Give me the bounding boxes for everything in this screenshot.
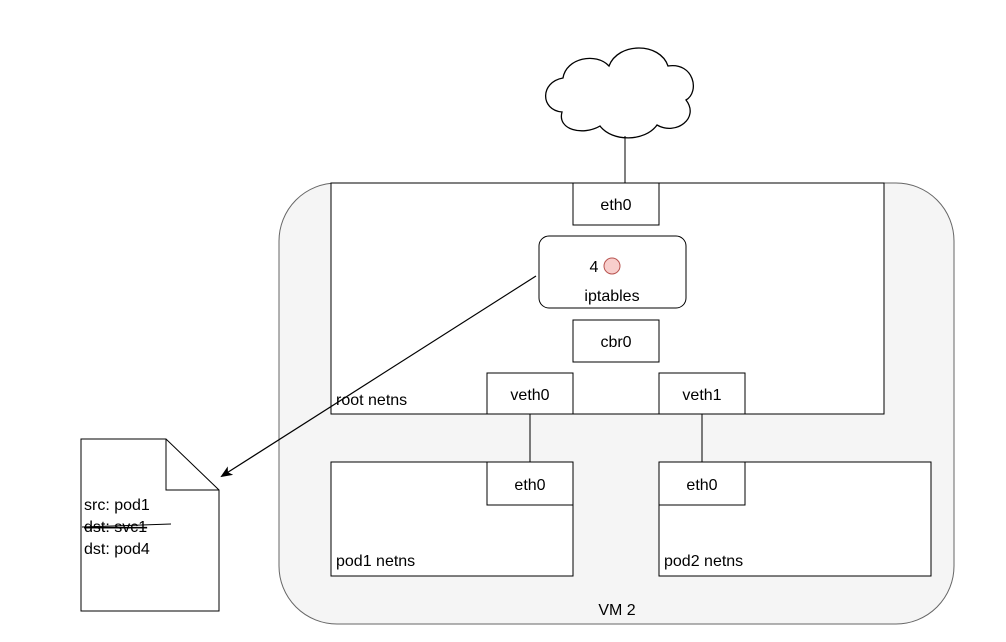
document-fold-icon xyxy=(165,439,219,491)
pod1-netns-label: pod1 netns xyxy=(336,553,415,570)
pod2-eth0-label: eth0 xyxy=(686,477,717,494)
veth1-box xyxy=(658,372,746,415)
packet-src: src: pod1 xyxy=(84,497,150,514)
pod2-eth0-box xyxy=(658,461,746,506)
strikethrough-line xyxy=(81,523,172,528)
root-eth0-box xyxy=(572,182,660,226)
iptables-label: iptables xyxy=(584,288,639,305)
veth0-label: veth0 xyxy=(510,387,549,404)
pod1-eth0-label: eth0 xyxy=(514,477,545,494)
veth0-box xyxy=(486,372,574,415)
pod2-netns-label: pod2 netns xyxy=(664,553,743,570)
root-netns-label: root netns xyxy=(336,392,407,409)
packet-dst-new: dst: pod4 xyxy=(84,541,150,558)
vm-label: VM 2 xyxy=(598,602,635,619)
cloud-icon xyxy=(545,47,694,139)
rewrite-arrow xyxy=(220,275,537,478)
packet-dst-old: dst: svc1 xyxy=(84,519,147,536)
veth1-label: veth1 xyxy=(682,387,721,404)
cbr0-label: cbr0 xyxy=(600,334,631,351)
iptables-step-number: 4 xyxy=(590,259,599,276)
root-eth0-label: eth0 xyxy=(600,197,631,214)
cbr0-box xyxy=(572,319,660,363)
step-marker-icon xyxy=(603,257,621,275)
pod1-eth0-box xyxy=(486,461,574,506)
